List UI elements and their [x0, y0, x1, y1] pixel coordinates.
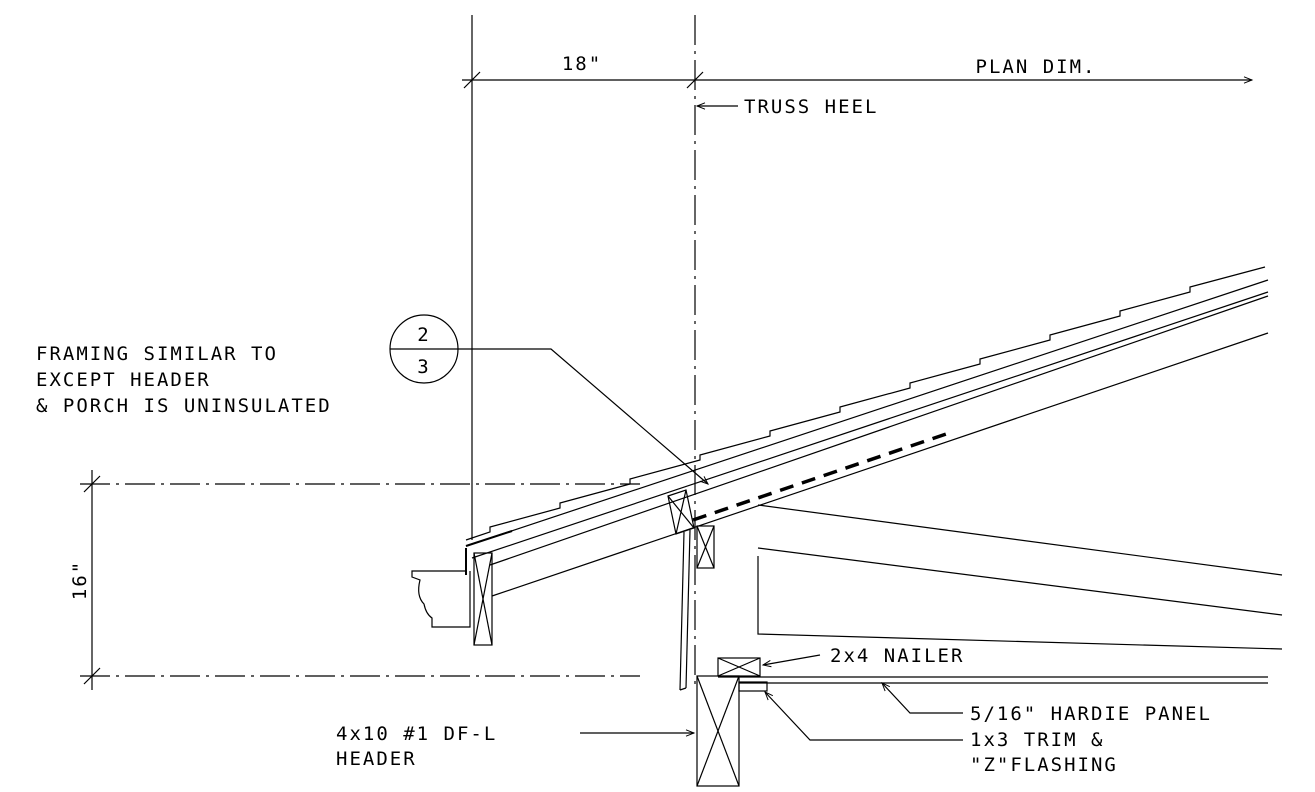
gutter [411, 570, 471, 628]
trim-1x3 [738, 681, 768, 692]
ceiling-framing [696, 657, 1268, 787]
header-label-line-2: HEADER [336, 748, 417, 770]
trim-label-line-2: "Z"FLASHING [970, 754, 1118, 776]
rafter-top [489, 295, 1269, 566]
nailer-2x4 [717, 657, 761, 677]
trim-label-line-1: 1x3 TRIM & [970, 729, 1104, 751]
sheet-number: 3 [417, 356, 430, 378]
detail-reference-bubble: 2 3 [389, 314, 709, 485]
truss-heel-label: TRUSS HEEL [744, 96, 878, 118]
framing-note-line-2: EXCEPT HEADER [36, 369, 211, 391]
framing-note-line-1: FRAMING SIMILAR TO [36, 343, 278, 365]
insulation-line [692, 430, 953, 522]
heel-blocking [667, 489, 715, 691]
roof-sheathing-top [465, 279, 1269, 547]
plan-dimension: PLAN DIM. [976, 56, 1097, 78]
height-dimension: 16" [69, 560, 91, 600]
interior-ceiling [757, 547, 1283, 616]
rafter-bottom [491, 332, 1269, 597]
nailer-label: 2x4 NAILER [830, 645, 964, 667]
framing-note-line-3: & PORCH IS UNINSULATED [36, 395, 332, 417]
hardie-panel-label: 5/16" HARDIE PANEL [970, 703, 1212, 725]
interior-wall-line [757, 556, 1283, 650]
ceiling-joist-line [757, 504, 1283, 576]
overhang-dimension: 18" [562, 53, 602, 75]
fascia-and-gutter [411, 548, 493, 646]
detail-number: 2 [417, 324, 430, 346]
fascia-board [473, 552, 493, 646]
labels: 18" PLAN DIM. TRUSS HEEL FRAMING SIMILAR… [36, 53, 1212, 776]
roofing-shingles [465, 266, 1266, 541]
drip-edge [465, 530, 513, 547]
roof-assembly [465, 266, 1283, 650]
leaders [580, 102, 963, 741]
header-label-line-1: 4x10 #1 DF-L [336, 723, 497, 745]
roof-sheathing-bottom [471, 291, 1269, 559]
dimension-lines [80, 15, 1254, 690]
